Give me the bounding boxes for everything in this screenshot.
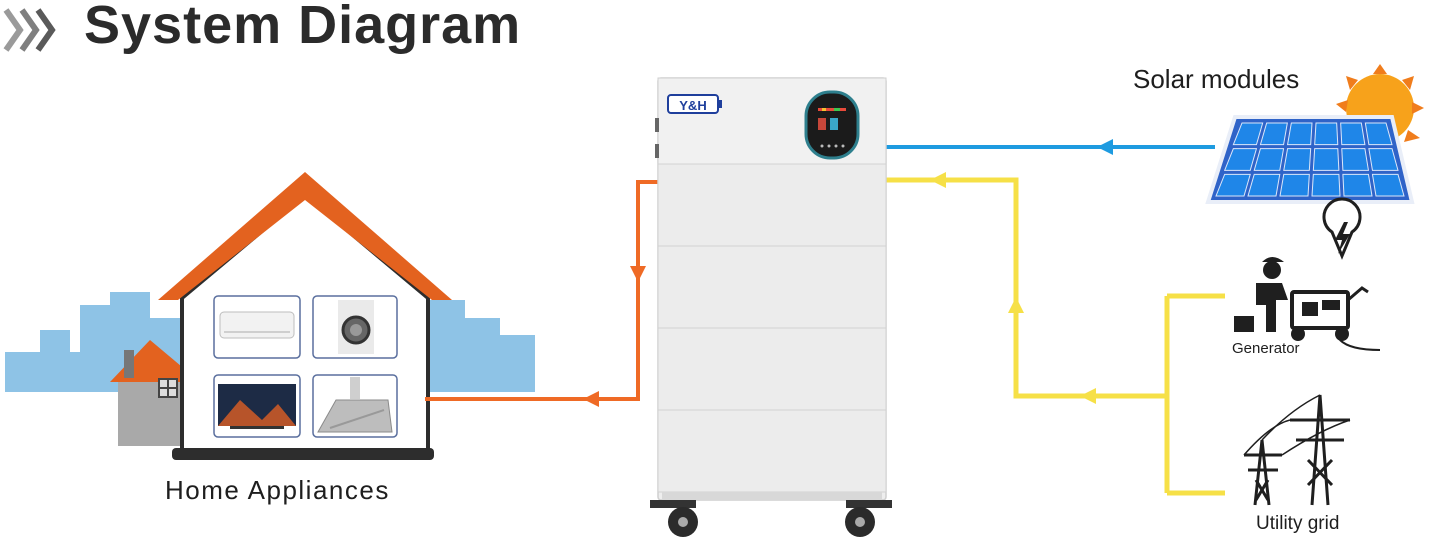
solar-cell <box>1364 122 1393 146</box>
home-appliances-label: Home Appliances <box>165 475 390 505</box>
solar-cell <box>1368 148 1399 171</box>
power-tower-icon <box>1243 394 1351 506</box>
utility-grid-label: Utility grid <box>1256 513 1340 534</box>
washing-machine-icon <box>312 295 398 359</box>
solar-cell <box>1314 122 1339 146</box>
solar-cell <box>1286 122 1313 146</box>
solar-modules-label: Solar modules <box>1133 64 1300 94</box>
solar-cell <box>1342 173 1373 197</box>
solar-cell <box>1215 173 1251 197</box>
tv-icon <box>213 374 301 438</box>
brand-text: Y&H <box>679 98 706 113</box>
solar-cell <box>1311 173 1341 197</box>
battery-stack-icon <box>650 77 892 537</box>
solar-cell <box>1253 148 1285 171</box>
solar-flow-line <box>886 139 1215 155</box>
solar-cell <box>1247 173 1281 197</box>
house-icon <box>158 172 452 460</box>
solar-cell <box>1312 148 1340 171</box>
generator-icon <box>1234 257 1381 351</box>
chevron-icon <box>3 8 56 52</box>
solar-cell <box>1259 122 1288 146</box>
solar-cell <box>1223 148 1258 171</box>
small-house-icon <box>110 340 200 446</box>
brand-logo: Y&H <box>667 94 722 114</box>
solar-panel-cells <box>1215 122 1405 197</box>
ac-flow-line <box>886 177 1225 496</box>
load-flow-line <box>425 180 658 407</box>
air-conditioner-icon <box>213 295 301 359</box>
solar-cell <box>1371 173 1405 197</box>
solar-cell <box>1279 173 1310 197</box>
solar-cell <box>1340 122 1366 146</box>
page-title: System Diagram <box>84 0 522 55</box>
lightning-icon <box>1322 197 1362 260</box>
generator-label: Generator <box>1232 340 1300 357</box>
solar-cell <box>1232 122 1264 146</box>
city-skyline <box>5 292 535 392</box>
solar-cell <box>1341 148 1370 171</box>
solar-cell <box>1283 148 1312 171</box>
range-hood-icon <box>312 374 398 438</box>
ac-flow-arrows <box>930 172 1096 404</box>
